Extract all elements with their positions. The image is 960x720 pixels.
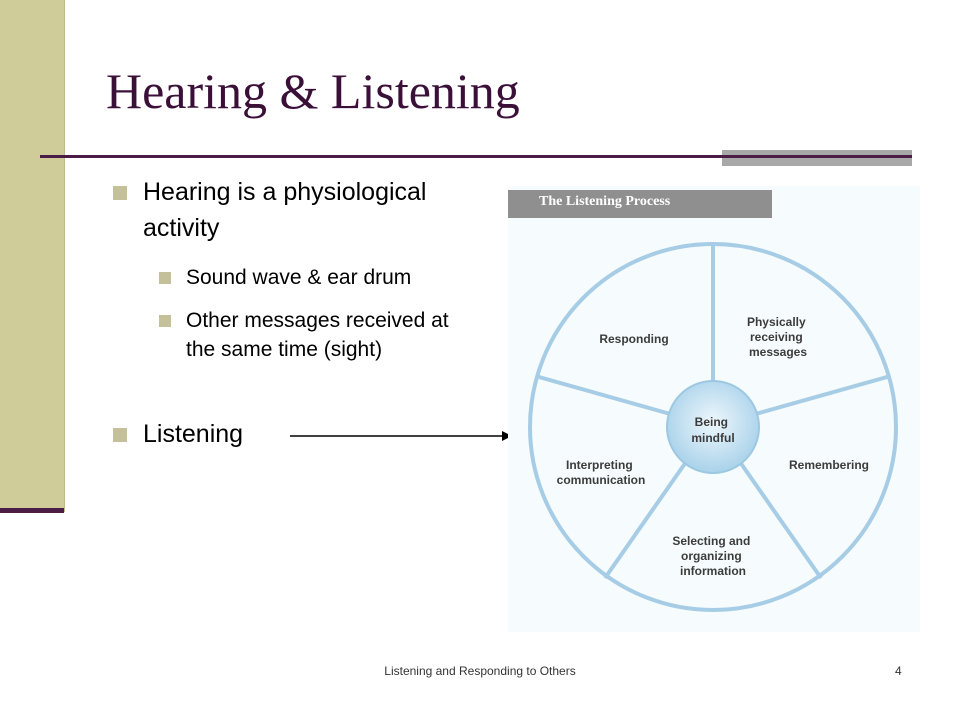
segment-line: receiving [750,330,803,344]
bullet-square-icon [113,428,127,442]
sub-bullet-square-icon [159,272,171,284]
center-line-2: mindful [691,431,734,445]
segment-line: organizing [681,549,742,563]
listening-wheel: Being mindful Physically receiving messa… [528,242,898,612]
segment-line: messages [749,345,807,359]
segment-line: Physically [747,315,806,329]
arrow-icon [290,431,512,441]
figure-header [508,190,772,218]
title-rule-accent [722,150,912,166]
segment-physically-receiving: Physically receiving messages [747,315,809,359]
listening-process-figure: The Listening Process Being mindful Phys… [508,186,920,632]
segment-line: information [680,564,746,578]
center-label: Being mindful [691,415,734,445]
figure-title: The Listening Process [539,194,671,209]
page-number: 4 [895,664,902,678]
segment-interpreting: Interpreting communication [557,458,646,487]
sub-bullet-square-icon [159,315,171,327]
sub-bullet-other-messages: Other messages received at the same time… [186,309,449,361]
left-accent-underline [0,508,64,513]
segment-remembering: Remembering [789,458,869,472]
sub-bullet-sound-wave: Sound wave & ear drum [186,266,412,289]
center-line-1: Being [695,415,728,429]
segment-selecting: Selecting and organizing information [672,534,753,578]
segment-line: Interpreting [566,458,633,472]
bullet-hearing: Hearing is a physiological activity [143,178,427,242]
segment-line: Responding [599,332,668,346]
segment-responding: Responding [599,332,668,346]
title-rule [40,155,912,158]
segment-line: Remembering [789,458,869,472]
segment-line: communication [557,473,646,487]
bullet-listening: Listening [143,420,244,448]
segment-line: Selecting and [672,534,750,548]
slide-footer: Listening and Responding to Others [384,664,576,678]
slide-title: Hearing & Listening [106,63,520,119]
bullet-square-icon [113,186,127,200]
left-accent-bar [0,0,65,512]
